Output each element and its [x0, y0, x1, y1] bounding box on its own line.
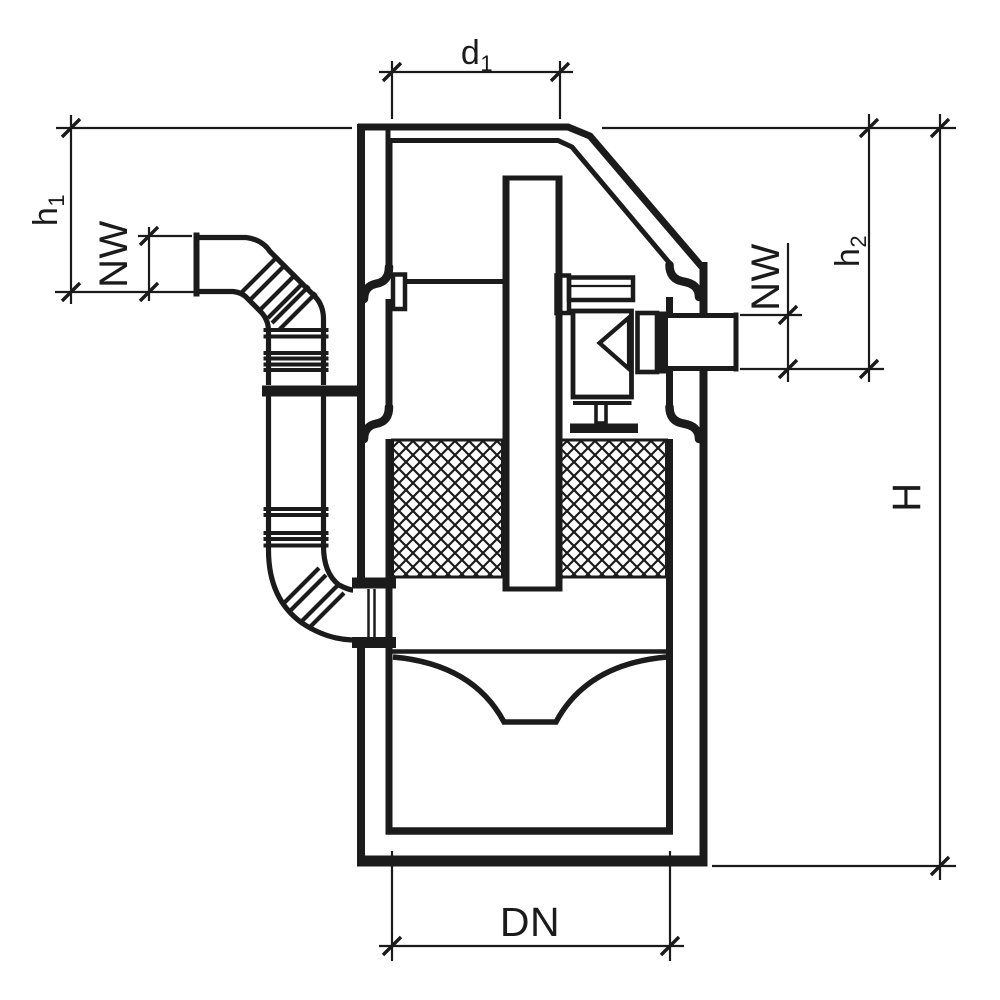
support-rail [390, 272, 504, 312]
h1-subscript: 1 [44, 194, 69, 207]
outlet-pipe-outline [666, 312, 739, 372]
support-rail-clip [390, 272, 408, 312]
inlet-pipe-couplings-lower [263, 507, 329, 548]
valve-flap-triangle [596, 312, 632, 374]
tank-shell [352, 123, 708, 867]
sludge-funnel [392, 654, 668, 725]
valve-coupling-ring [635, 310, 660, 375]
h1-base: h [27, 207, 65, 226]
inlet-outer-edge [196, 234, 327, 385]
dim-label-nw-left: NW [92, 220, 136, 288]
d1-subscript: 1 [480, 51, 493, 76]
inlet-lower-run [265, 396, 354, 643]
h2-base: h [829, 248, 867, 267]
check-valve-assembly [554, 273, 669, 433]
dim-label-d1: d1 [461, 34, 493, 76]
inlet-elbow-couplings-upper [240, 254, 318, 332]
tick-marks [60, 61, 951, 957]
right-wall-section-joints [665, 260, 704, 444]
valve-wall-band [658, 311, 669, 374]
inlet-inner-edge [196, 288, 272, 385]
valve-foot-plate [570, 423, 638, 433]
dim-label-h-total: H [885, 482, 929, 511]
dim-label-dn: DN [500, 899, 560, 945]
h2-subscript: 2 [846, 235, 871, 248]
filter-layer [391, 438, 668, 579]
center-pipe-walls [502, 178, 563, 589]
dim-label-nw-right: NW [744, 243, 788, 311]
inlet-pipe [193, 232, 363, 643]
inlet-wall-socket [352, 577, 396, 648]
valve-stem [594, 401, 608, 425]
filter-media-left [391, 438, 504, 579]
center-drop-pipe [502, 175, 563, 592]
inlet-elbow-couplings-lower [281, 566, 346, 631]
center-pipe-ends [502, 175, 563, 592]
valve-top-sleeve [566, 275, 636, 303]
d1-base: d [461, 34, 480, 72]
tank-top-inner-edge [385, 128, 672, 265]
filter-media-right [558, 438, 668, 579]
center-pipe-bore [509, 181, 556, 586]
dim-label-h2: h2 [829, 235, 871, 267]
dimension-ticks [60, 61, 951, 957]
dimension-labels: d1 h1 NW h2 NW H DN [27, 34, 929, 945]
dim-label-h1: h1 [27, 194, 69, 226]
outlet-pipe-bore [668, 318, 734, 366]
tank-top-outer-edge [358, 123, 705, 270]
dim-dn-lines [379, 851, 684, 961]
inlet-spigot-end [367, 589, 376, 637]
outlet-pipe [666, 312, 739, 372]
left-wall-section-joints [359, 262, 394, 444]
valve-body [570, 308, 634, 400]
inlet-pipe-couplings-mid [263, 328, 329, 372]
inlet-wall-clamp [262, 385, 363, 397]
